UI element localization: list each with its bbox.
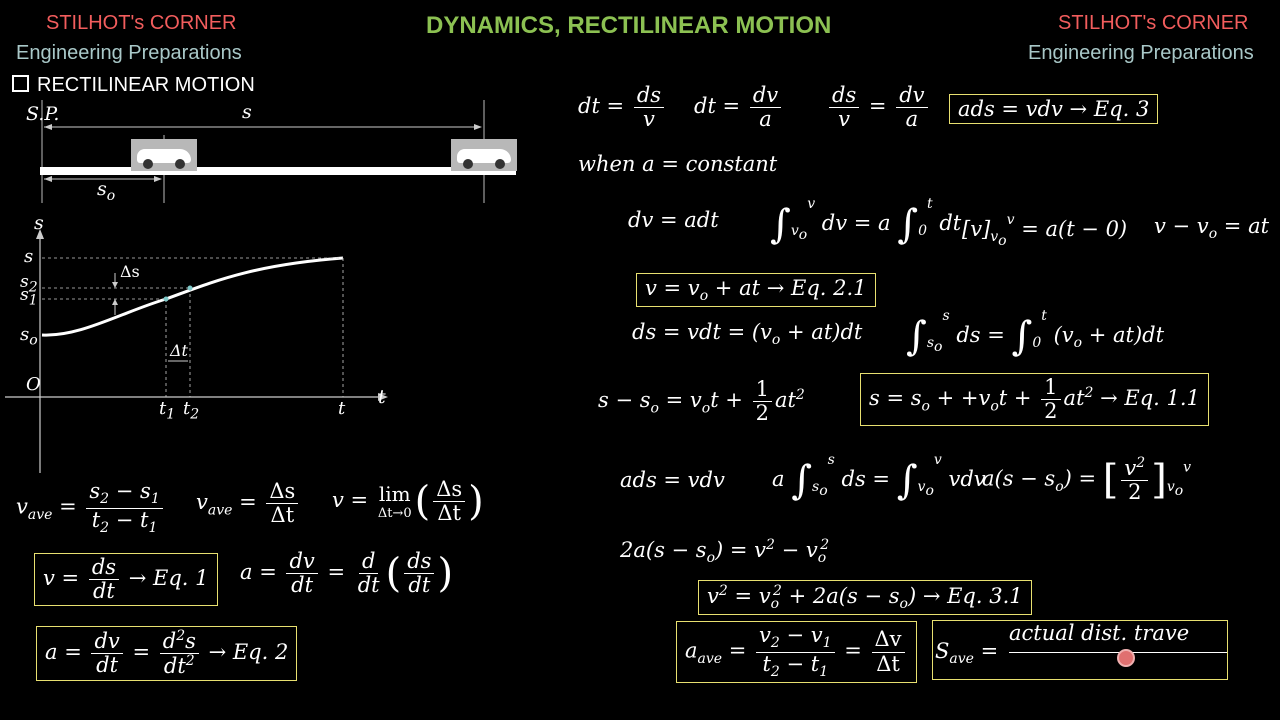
st-graph <box>5 229 388 473</box>
eq-v-minus-vo: v − vo = at <box>1154 214 1270 243</box>
track <box>40 167 516 175</box>
eq-2a: 2a(s − so) = v2 − vo2 <box>620 537 830 567</box>
tick-so: so <box>20 324 38 349</box>
eq-ads-vdv: ads = vdv <box>620 468 725 492</box>
pointer-cursor-icon <box>1117 649 1135 667</box>
eq3-box: ads = vdv → Eq. 3 <box>949 94 1159 124</box>
save-numerator: actual dist. trave <box>1009 621 1190 645</box>
eq-integral-ds: ∫sos ds = ∫0t (vo + at)dt <box>906 308 1165 360</box>
so-label: so <box>97 178 116 204</box>
tick-s2: s2 <box>20 272 38 296</box>
eq31-box: v2 = vo2 + 2a(s − so) → Eq. 3.1 <box>698 580 1032 616</box>
eq-integral-ads: a ∫sos ds = ∫vov vdv <box>772 452 986 504</box>
when-a-constant: when a = constant <box>578 152 778 176</box>
s-label: s <box>242 101 252 123</box>
sp-label: S.P. <box>26 103 60 125</box>
eq-integral-dv: ∫vov dv = a ∫0t dt <box>770 196 962 248</box>
delta-s-label: Δs <box>120 262 140 281</box>
graph-y-label: s <box>34 212 44 234</box>
section-label: RECTILINEAR MOTION <box>37 74 255 96</box>
brand-left: STILHOT's CORNER <box>46 12 237 34</box>
car-start-image <box>131 139 197 171</box>
position-curve <box>41 256 344 337</box>
page-title: DYNAMICS, RECTILINEAR MOTION <box>426 12 832 39</box>
checkbox-icon <box>12 75 29 92</box>
subtitle-left: Engineering Preparations <box>16 42 242 64</box>
tick-s: s <box>24 246 34 267</box>
tick-t1: t1 <box>159 398 176 423</box>
eq-dv-adt: dv = adt <box>628 208 719 232</box>
delta-t-label: Δt <box>170 341 188 360</box>
eq-ds-vdt: ds = vdt = (vo + at)dt <box>632 320 863 349</box>
save-box: Save = actual dist. trave <box>932 620 1228 680</box>
subtitle-right: Engineering Preparations <box>1028 42 1254 64</box>
car-end-image <box>451 139 517 171</box>
tick-t2: t2 <box>183 398 200 423</box>
tick-t: t <box>338 398 346 419</box>
eq21-box: v = vo + at → Eq. 2.1 <box>636 273 876 308</box>
graph-x-label: t <box>378 386 386 408</box>
eq-v-bracket: [v]vov = a(t − 0) <box>962 212 1128 249</box>
tick-s1: s1 <box>20 285 38 309</box>
section-heading: RECTILINEAR MOTION <box>12 74 255 97</box>
brand-right: STILHOT's CORNER <box>1058 12 1249 34</box>
graph-origin: O <box>26 374 41 395</box>
